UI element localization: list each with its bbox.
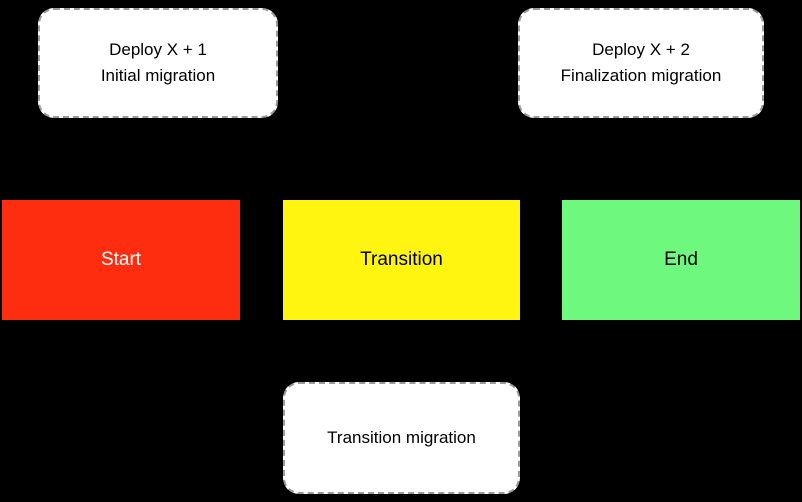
state-start: Start [2,200,240,320]
note-initial-line-2: Initial migration [100,66,216,85]
state-end-label: End [664,249,698,270]
note-transition-migration: Transition migration [283,382,520,494]
state-transition-label: Transition [360,249,443,270]
note-finalization-line-1: Deploy X + 2 [592,40,690,59]
note-finalization-migration: Deploy X + 2 Finalization migration [518,8,764,118]
note-initial-line-1: Deploy X + 1 [109,40,207,59]
note-transition-line-1: Transition migration [327,428,476,447]
note-initial-migration: Deploy X + 1 Initial migration [38,8,278,118]
note-finalization-line-2: Finalization migration [560,66,722,85]
state-end: End [562,200,800,320]
state-start-label: Start [100,249,142,270]
state-transition: Transition [283,200,520,320]
